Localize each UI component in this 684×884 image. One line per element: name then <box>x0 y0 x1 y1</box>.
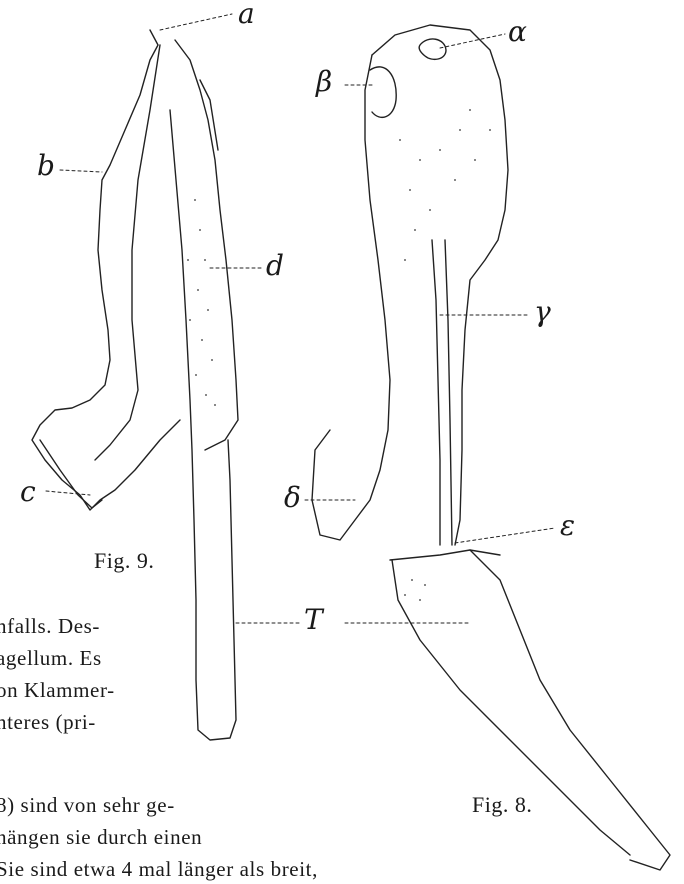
fig9-inner-left <box>95 45 160 460</box>
fig9-label-b: b <box>37 152 55 180</box>
fig8-tail-right <box>470 550 670 870</box>
fig8-base <box>390 550 500 560</box>
fig9-label-d: d <box>266 252 284 280</box>
fig9-tube-left <box>170 110 236 740</box>
fig8-gamma-rod-inner <box>445 240 452 545</box>
text-line-2: agellum. Es <box>0 646 102 671</box>
fig8-left-outline <box>312 55 390 540</box>
fig8-label-alpha: α <box>508 18 527 46</box>
text-line-1: nfalls. Des- <box>0 614 100 639</box>
text-line-4: nteres (pri- <box>0 710 96 735</box>
fig8-label-epsilon: ε <box>560 512 575 540</box>
fig8-beta-lobe <box>370 67 396 117</box>
leader-lines <box>46 14 555 623</box>
text-line-3: on Klammer- <box>0 678 115 703</box>
fig9-outer-edge <box>32 30 180 510</box>
fig9-caption: Fig. 9. <box>94 548 154 574</box>
fig8-stippling <box>399 109 491 601</box>
text-line-5: 8) sind von sehr ge- <box>0 793 175 818</box>
fig8-gamma-rod <box>432 240 440 545</box>
fig9-notch <box>40 440 102 508</box>
fig8-label-delta: δ <box>284 484 301 512</box>
text-line-7: Sie sind etwa 4 mal länger als breit, <box>0 857 318 882</box>
text-line-6: hängen sie durch einen <box>0 825 202 850</box>
fig9-label-a: a <box>238 0 255 28</box>
fig8-label-beta: β <box>316 68 332 96</box>
fig8-caption: Fig. 8. <box>472 792 532 818</box>
fig9-stippling <box>187 199 216 406</box>
fig9-tube-right <box>200 80 218 150</box>
fig9-label-c: c <box>20 478 36 506</box>
fig9-inner-right <box>175 40 238 450</box>
fig8-label-gamma: γ <box>534 298 551 326</box>
fig8-head-loop <box>419 39 446 59</box>
fig9-label-T: T <box>304 606 323 634</box>
